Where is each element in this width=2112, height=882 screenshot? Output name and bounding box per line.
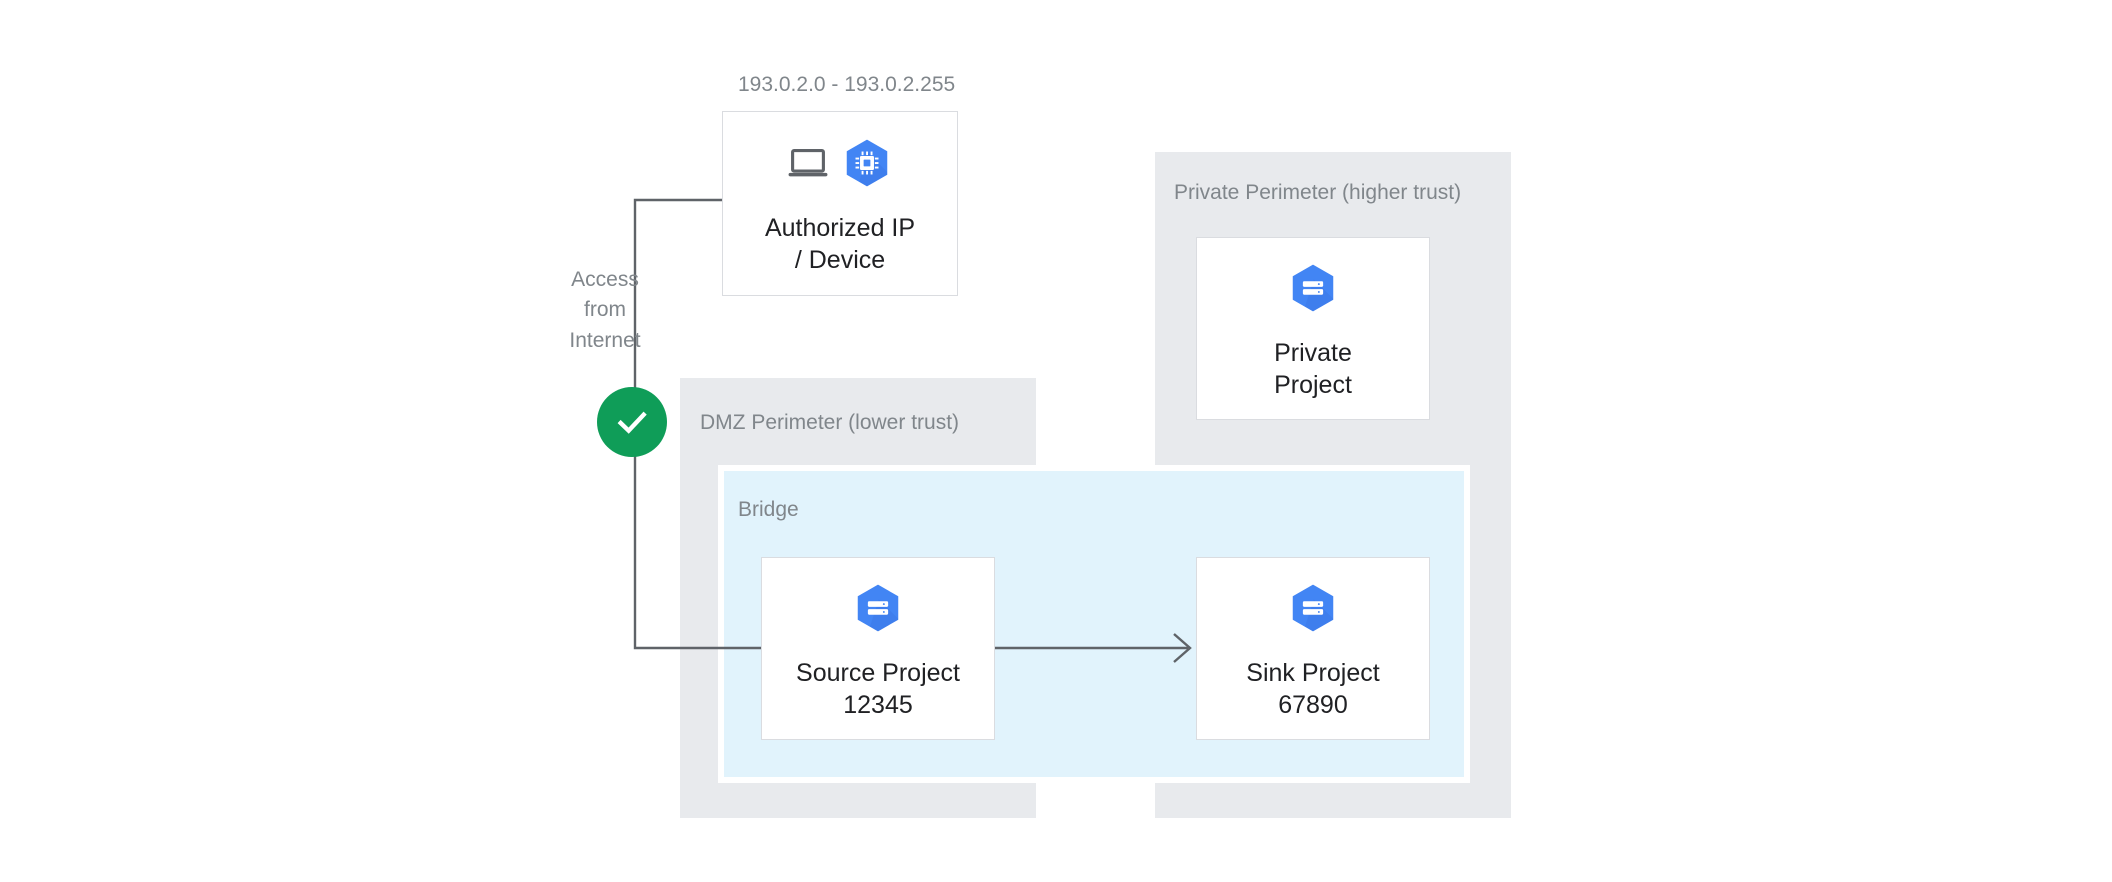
node-sink-project-icons — [1286, 577, 1340, 639]
perimeter-private-label: Private Perimeter (higher trust) — [1174, 181, 1462, 204]
node-source-project-icons — [851, 577, 905, 639]
check-icon — [617, 411, 647, 434]
project-hexagon-icon — [857, 584, 899, 631]
node-private-project-icons — [1286, 257, 1340, 319]
bridge-label: Bridge — [738, 498, 799, 521]
node-source-project[interactable]: Source Project 12345 — [761, 557, 995, 740]
access-from-internet-caption: Access from Internet — [569, 268, 641, 352]
node-private-project[interactable]: Private Project — [1196, 237, 1430, 420]
node-source-project-label: Source Project 12345 — [796, 658, 960, 719]
project-hexagon-icon — [1292, 584, 1334, 631]
node-authorized-device[interactable]: Authorized IP / Device — [722, 111, 958, 296]
node-sink-project[interactable]: Sink Project 67890 — [1196, 557, 1430, 740]
node-private-project-label: Private Project — [1274, 338, 1352, 399]
laptop-icon — [788, 148, 828, 176]
node-authorized-device-label: Authorized IP / Device — [764, 213, 916, 274]
compute-chip-hexagon-icon — [846, 139, 888, 186]
node-authorized-device-icons — [786, 132, 894, 194]
project-hexagon-icon — [1292, 264, 1334, 311]
status-badge-access-allowed — [597, 387, 667, 457]
node-sink-project-label: Sink Project 67890 — [1246, 658, 1380, 719]
ip-range-caption: 193.0.2.0 - 193.0.2.255 — [738, 73, 956, 96]
perimeter-dmz-label: DMZ Perimeter (lower trust) — [700, 411, 960, 434]
